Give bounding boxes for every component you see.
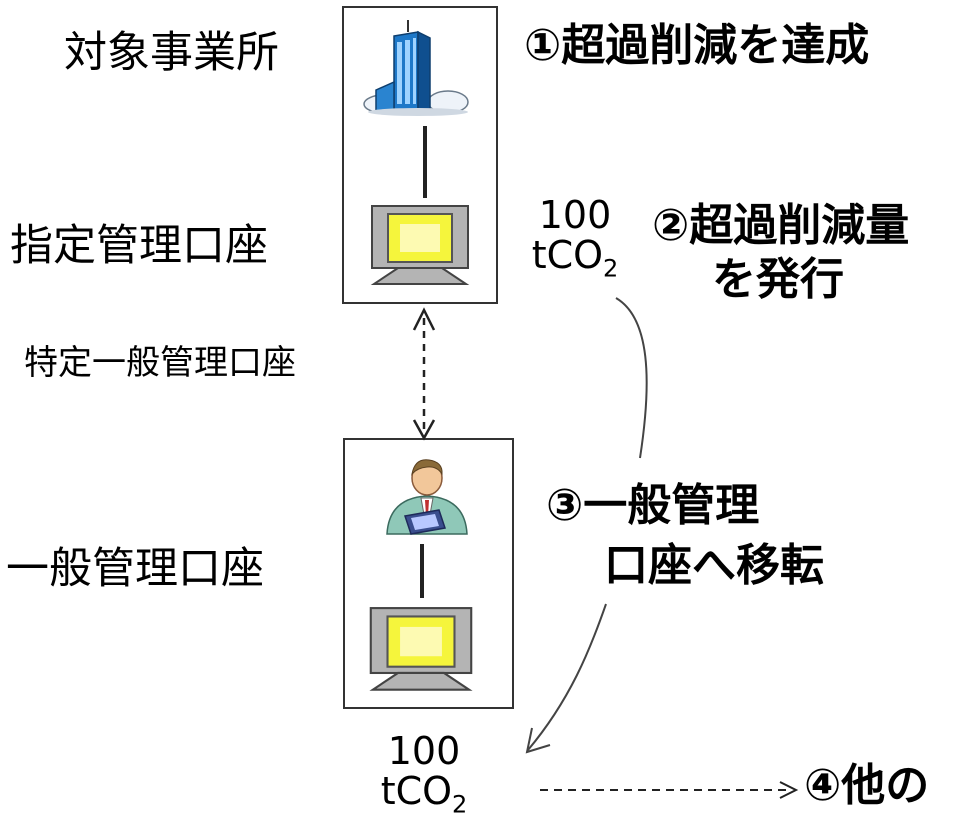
step-4-text: ④他の xyxy=(804,760,930,811)
businessman-icon xyxy=(386,459,468,535)
transferred-quantity: 100 tCO2 xyxy=(368,729,480,819)
connector-line-bottom xyxy=(420,544,424,598)
step-3-text-line1: ③一般管理 xyxy=(546,480,760,531)
transferred-quantity-value: 100 xyxy=(387,729,461,773)
computer-monitor-icon xyxy=(370,205,470,285)
transfer-arrowhead xyxy=(525,727,551,754)
issued-quantity-value: 100 xyxy=(538,193,612,237)
designated-account-label: 指定管理口座 xyxy=(10,221,268,271)
issue-flow-curve xyxy=(615,297,648,459)
transfer-flow-curve xyxy=(527,603,607,751)
arrowhead-up xyxy=(412,307,436,331)
target-facility-label: 対象事業所 xyxy=(64,28,279,78)
step-1-text: ①超過削減を達成 xyxy=(524,20,870,71)
general-account-box xyxy=(343,438,514,709)
general-account-label: 一般管理口座 xyxy=(6,544,264,594)
office-building-icon xyxy=(363,20,469,116)
connector-line-top xyxy=(423,126,427,198)
designated-account-box xyxy=(342,6,498,304)
issued-quantity-unit: tCO2 xyxy=(531,232,619,283)
transferred-quantity-unit: tCO2 xyxy=(380,768,468,819)
issued-quantity: 100 tCO2 xyxy=(520,193,630,283)
specific-general-account-label: 特定一般管理口座 xyxy=(24,343,296,383)
step-2-text-line2: を発行 xyxy=(712,254,844,305)
arrowhead-down xyxy=(412,419,436,441)
computer-monitor-icon xyxy=(369,607,473,691)
arrowhead-step4 xyxy=(779,781,799,799)
step-2-text-line1: ②超過削減量 xyxy=(652,200,910,251)
step-3-text-line2: 口座へ移転 xyxy=(604,540,824,591)
